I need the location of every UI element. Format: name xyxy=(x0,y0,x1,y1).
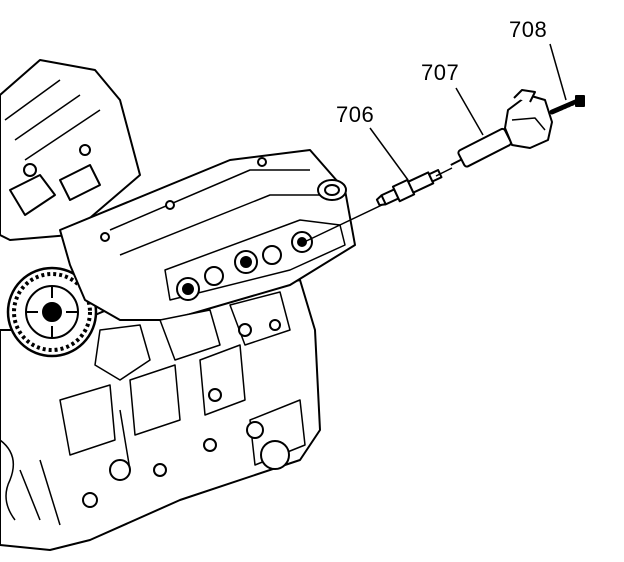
callout-706: 706 xyxy=(336,102,375,127)
ignition-coil-boot xyxy=(450,127,512,168)
leader-707 xyxy=(455,87,484,136)
leader-708 xyxy=(549,43,567,101)
callout-708: 708 xyxy=(509,17,548,42)
leader-706 xyxy=(369,127,409,181)
callout-707: 707 xyxy=(421,60,460,85)
timing-sprocket xyxy=(6,266,98,358)
install-axis-line xyxy=(299,203,385,245)
front-valve-cover xyxy=(59,149,356,321)
intake-runners xyxy=(94,291,291,402)
install-axis-line-2 xyxy=(435,167,453,177)
coil-bolt xyxy=(549,95,585,115)
spark-plug xyxy=(375,169,443,207)
ignition-coil xyxy=(504,89,553,149)
rear-cylinder-head xyxy=(0,59,141,241)
